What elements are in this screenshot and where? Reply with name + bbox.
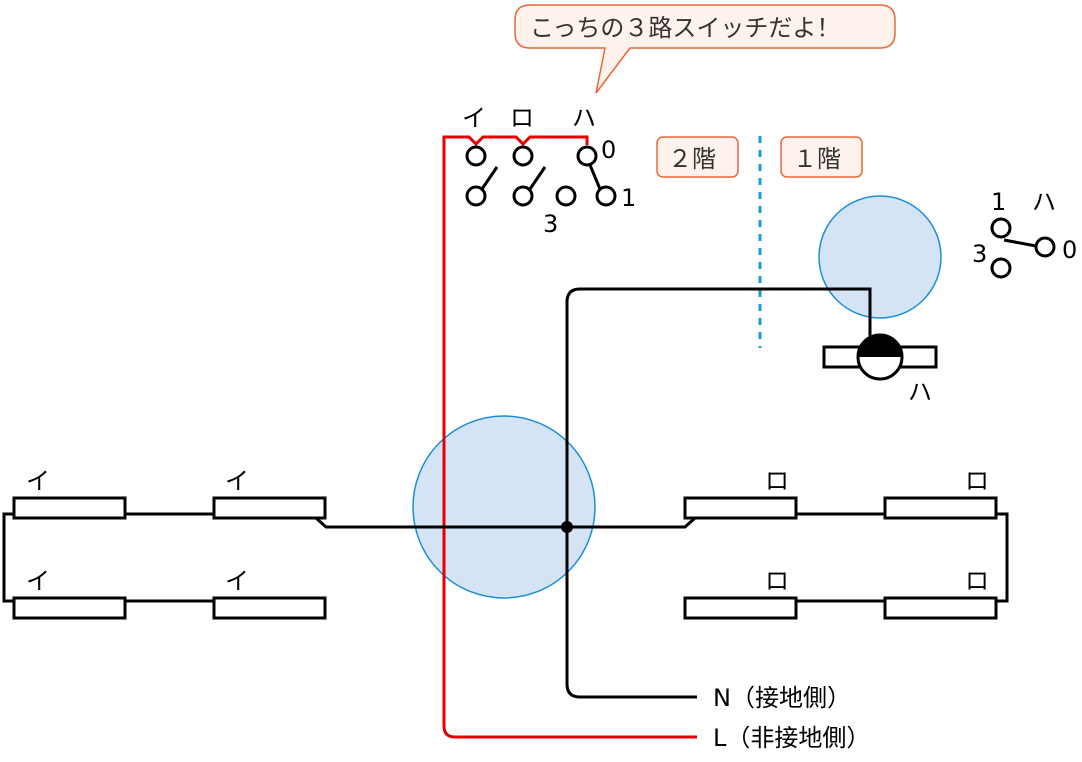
neutral-wire-label: N（接地側） bbox=[713, 684, 851, 712]
fixture-ro-2 bbox=[883, 496, 998, 520]
switch-lever-i bbox=[480, 166, 499, 190]
switch-contact-ha-top bbox=[576, 145, 598, 167]
switch-contact-i-top bbox=[465, 145, 487, 167]
fixture-label-ro-4: ロ bbox=[965, 567, 989, 595]
switch-contact-i-bottom bbox=[465, 185, 487, 207]
trunk-horizontal bbox=[314, 516, 697, 529]
fixture-ro-3 bbox=[683, 596, 798, 620]
switch-contact-3 bbox=[555, 185, 577, 207]
junction-box-main bbox=[412, 415, 596, 599]
callout-text: こっちの３路スイッチだよ！ bbox=[530, 14, 840, 42]
switch-contact-ro-top bbox=[512, 145, 534, 167]
fixture-ha bbox=[822, 333, 938, 381]
callout-bubble: こっちの３路スイッチだよ！ bbox=[514, 4, 896, 94]
small-switch-contact-1 bbox=[990, 217, 1012, 239]
fixture-label-i-2: イ bbox=[225, 467, 249, 495]
switch-lever-ha bbox=[588, 164, 602, 190]
fixture-i-4 bbox=[212, 596, 327, 620]
small-switch-contact-0 bbox=[1034, 236, 1056, 258]
three-way-switch: イ ロ ハ 0 1 3 bbox=[462, 104, 636, 238]
fixture-i-2 bbox=[212, 496, 327, 520]
neutral-wire bbox=[565, 287, 872, 699]
switch-terminal-label-ro: ロ bbox=[510, 104, 534, 132]
switch-lever-ro bbox=[528, 166, 547, 190]
wire-ro-loop bbox=[996, 512, 1009, 603]
small-switch-lever bbox=[1003, 238, 1037, 248]
svg-text:２階: ２階 bbox=[668, 145, 716, 173]
small-switch-position-3: 3 bbox=[972, 240, 987, 268]
junction-box-upper bbox=[818, 195, 942, 319]
small-switch-label-ha: ハ bbox=[1032, 188, 1056, 216]
fixture-ro-1 bbox=[683, 496, 798, 520]
fixture-label-i-4: イ bbox=[225, 567, 249, 595]
small-switch-contact-3 bbox=[990, 257, 1012, 279]
small-switch-position-1: 1 bbox=[991, 188, 1006, 216]
line-wire-label: L（非接地側） bbox=[713, 724, 870, 752]
fixture-label-ro-1: ロ bbox=[765, 467, 789, 495]
switch-contact-1 bbox=[595, 185, 617, 207]
switch-position-0: 0 bbox=[601, 136, 616, 164]
fixture-ro-4 bbox=[883, 596, 998, 620]
svg-text:１階: １階 bbox=[793, 145, 841, 173]
fixture-label-ro-3: ロ bbox=[765, 567, 789, 595]
first-floor-switch: 1 ハ 3 0 bbox=[972, 188, 1077, 279]
fixture-label-ha: ハ bbox=[908, 378, 932, 406]
fixture-i-1 bbox=[12, 496, 127, 520]
wire-i-loop bbox=[2, 512, 14, 603]
fixture-i-3 bbox=[12, 596, 127, 620]
switch-terminal-label-i: イ bbox=[462, 104, 486, 132]
fixture-label-ro-2: ロ bbox=[965, 467, 989, 495]
fixture-label-i-3: イ bbox=[26, 567, 50, 595]
switch-position-3: 3 bbox=[543, 210, 558, 238]
floor-tag-2f: ２階 bbox=[656, 136, 739, 178]
switch-position-1: 1 bbox=[621, 184, 636, 212]
floor-tag-1f: １階 bbox=[780, 136, 863, 178]
switch-contact-ro-bottom bbox=[512, 185, 534, 207]
fixture-label-i-1: イ bbox=[26, 467, 50, 495]
line-wire bbox=[442, 135, 697, 739]
switch-terminal-label-ha: ハ bbox=[572, 104, 596, 132]
small-switch-position-0: 0 bbox=[1062, 236, 1077, 264]
junction-dot bbox=[561, 521, 573, 533]
